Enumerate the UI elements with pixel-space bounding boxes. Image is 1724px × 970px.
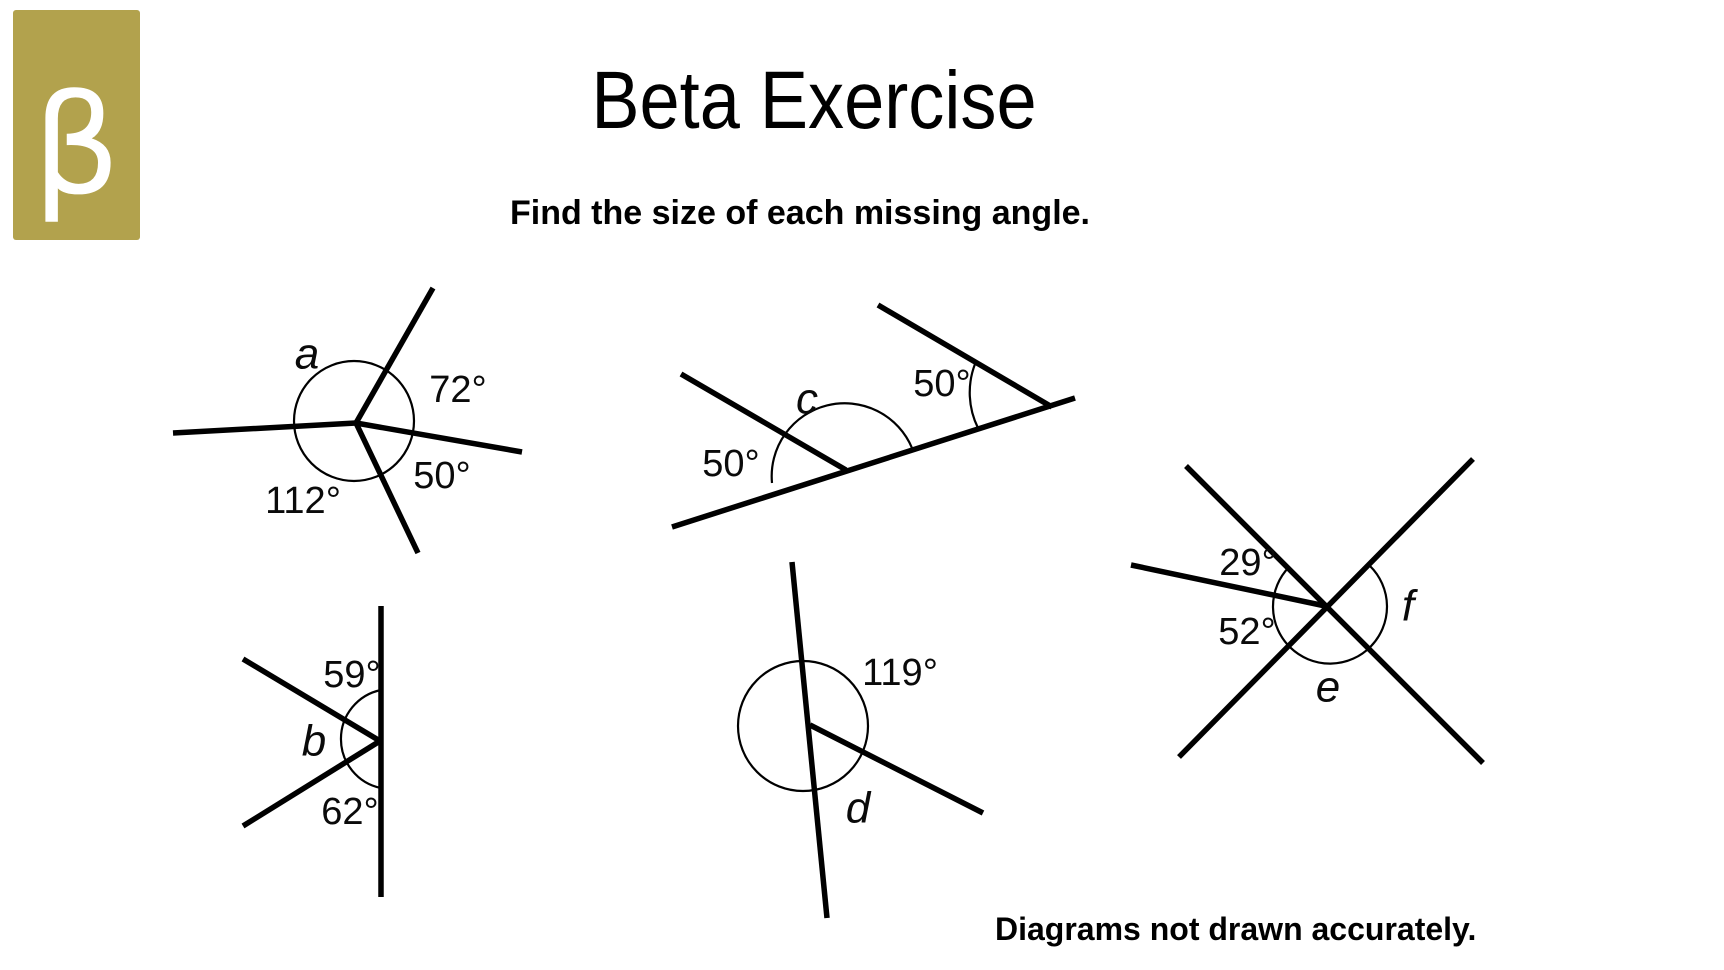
unknown-angle-d: d: [846, 784, 872, 833]
angle-circle: [292, 359, 416, 483]
angle-label-50-right: 50°: [913, 363, 970, 405]
angle-arc-left: [770, 402, 914, 484]
angle-label-72: 72°: [429, 369, 486, 411]
unknown-angle-f: f: [1402, 582, 1419, 631]
diagram-c: 50° c 50°: [671, 302, 1076, 530]
line-nw-se: [1184, 464, 1485, 765]
angle-label-52: 52°: [1218, 611, 1275, 653]
unknown-angle-e: e: [1316, 663, 1340, 712]
angle-label-50: 50°: [413, 455, 470, 497]
ray-left: [172, 420, 357, 436]
instruction-text: Find the size of each missing angle.: [509, 194, 1090, 232]
base-line: [671, 395, 1076, 530]
ray-west: [1130, 562, 1331, 610]
ray-right: [355, 420, 523, 455]
diagram-a: a 72° 50° 112°: [172, 286, 523, 555]
ray-upper-left: [241, 656, 382, 744]
angle-arc: [339, 688, 382, 790]
angle-label-50-left: 50°: [702, 443, 759, 485]
angle-label-112: 112°: [265, 480, 341, 522]
disclaimer-text: Diagrams not drawn accurately.: [995, 911, 1477, 947]
angle-label-62: 62°: [321, 791, 378, 833]
unknown-angle-c: c: [796, 375, 818, 424]
ray-lower-left: [241, 738, 382, 829]
long-line: [789, 561, 830, 919]
angle-arc-right: [968, 363, 979, 429]
beta-logo: β: [13, 10, 140, 240]
diagram-d: 119° d: [736, 561, 985, 919]
diagram-b: 59° b 62°: [241, 606, 384, 897]
unknown-angle-a: a: [295, 330, 319, 379]
angle-label-119: 119°: [862, 652, 938, 694]
angle-label-59: 59°: [323, 654, 380, 696]
unknown-angle-b: b: [302, 717, 326, 766]
page-title: Beta Exercise: [591, 55, 1037, 146]
diagram-ef: 29° 52° f e: [1130, 457, 1485, 765]
beta-letter: β: [32, 65, 121, 226]
transversal-ray: [679, 371, 848, 473]
ray-up-right: [353, 286, 436, 425]
upper-segment: [876, 302, 1054, 410]
angle-label-29: 29°: [1219, 542, 1276, 584]
angle-arc: [1271, 565, 1389, 665]
ray-down: [353, 421, 421, 555]
ray-down-right: [808, 722, 985, 816]
